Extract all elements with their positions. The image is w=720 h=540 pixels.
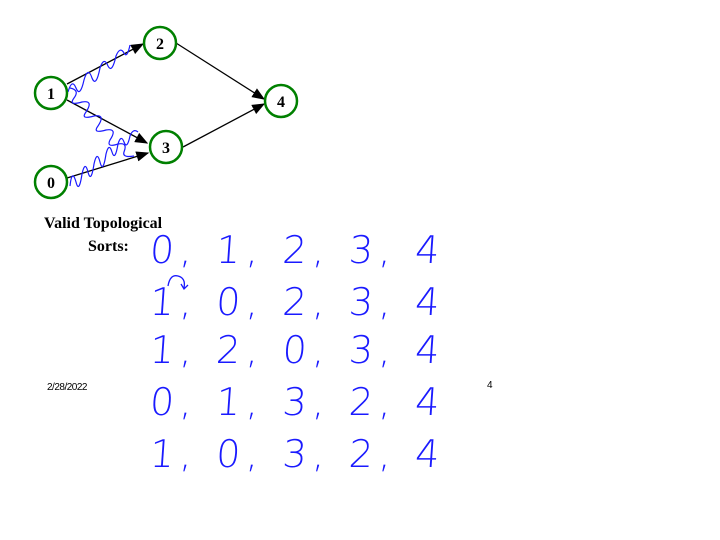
page-number: 4 xyxy=(487,380,493,391)
svg-text:2: 2 xyxy=(156,36,164,53)
sort-4: 0, 1, 3, 2, 4 xyxy=(148,380,448,424)
svg-text:1: 1 xyxy=(47,86,55,103)
node-2: 2 xyxy=(142,25,178,61)
edge-2-4 xyxy=(175,42,266,100)
edge-3-4 xyxy=(182,103,266,148)
squiggle-1-3 xyxy=(69,87,135,158)
svg-text:4: 4 xyxy=(277,94,285,111)
sort-1: 0, 1, 2, 3, 4 xyxy=(148,228,448,272)
node-3: 3 xyxy=(148,129,184,165)
edge-1-2 xyxy=(66,43,145,85)
sort-5: 1, 0, 3, 2, 4 xyxy=(148,432,448,476)
sort-2: 1, 0, 2, 3, 4 xyxy=(148,280,448,324)
node-4: 4 xyxy=(263,83,299,119)
heading-line1: Valid Topological xyxy=(44,215,163,232)
heading-line2: Sorts: xyxy=(88,238,129,255)
squiggle-1-2 xyxy=(67,44,131,93)
sort-3: 1, 2, 0, 3, 4 xyxy=(148,328,448,372)
footer-date: 2/28/2022 xyxy=(47,382,88,393)
node-1: 1 xyxy=(33,75,69,111)
svg-text:0: 0 xyxy=(47,175,55,192)
node-0: 0 xyxy=(33,164,69,200)
svg-text:3: 3 xyxy=(162,140,170,157)
squiggle-0-3 xyxy=(69,130,139,188)
edge-0-3 xyxy=(66,151,150,179)
swap-arrow xyxy=(167,275,189,291)
edge-1-3 xyxy=(66,99,149,144)
